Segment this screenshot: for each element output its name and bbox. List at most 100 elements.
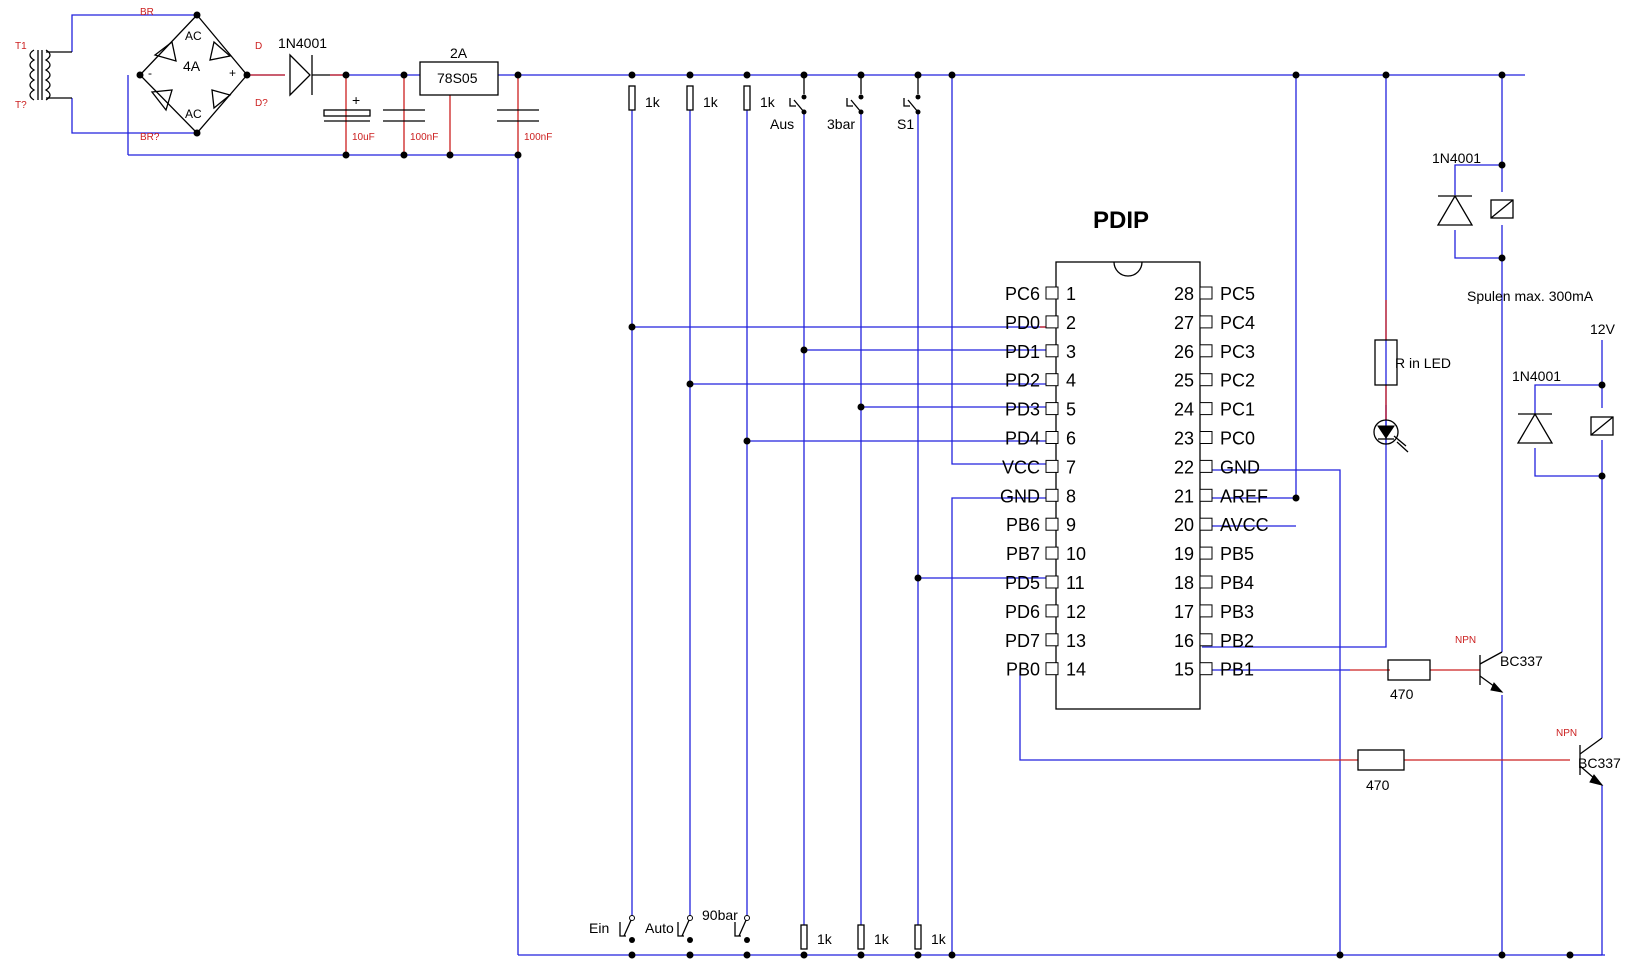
chip-pin-name: PB3: [1220, 602, 1254, 622]
resistor-470-label: 470: [1366, 777, 1390, 793]
resistor-1k-label: 1k: [931, 931, 947, 947]
transistor-2-type: NPN: [1556, 728, 1577, 739]
transistor-2: 470 NPN BC337: [1357, 728, 1621, 793]
chip-pin-number: 28: [1174, 284, 1194, 304]
switch-s1: S1: [897, 75, 921, 132]
chip-pin-name: PD5: [1005, 573, 1040, 593]
resistor-470-label: 470: [1390, 686, 1414, 702]
chip-pin-number: 26: [1174, 342, 1194, 362]
chip-pin-name: PD7: [1005, 631, 1040, 651]
bridge-ac-top: AC: [185, 29, 202, 43]
bridge-plus: +: [229, 66, 236, 80]
chip-pin-name: PC0: [1220, 429, 1255, 449]
chip-pin-name: PB6: [1006, 515, 1040, 535]
transformer-label-top: T1: [15, 41, 27, 52]
coil-note: Spulen max. 300mA: [1467, 288, 1594, 304]
chip-pin-3: PD1 3: [1005, 342, 1076, 362]
resistor-1k-label: 1k: [703, 94, 719, 110]
chip-pin-name: PD2: [1005, 371, 1040, 391]
chip-pin-number: 1: [1066, 284, 1076, 304]
chip-pin-name: PD1: [1005, 342, 1040, 362]
chip-pin-name: PD3: [1005, 400, 1040, 420]
chip-pin-name: PB5: [1220, 544, 1254, 564]
led-circuit: R in LED: [1373, 339, 1451, 453]
pullup-resistors-top: 1k 1k 1k: [628, 85, 776, 111]
transformer: T1 T?: [15, 41, 72, 111]
diode-label-d2: D?: [255, 98, 268, 109]
transistor-2-label: BC337: [1578, 755, 1621, 771]
chip-pin-name: PC1: [1220, 400, 1255, 420]
capacitor-100nf-1: 100nF: [383, 109, 438, 143]
chip-pin-number: 27: [1174, 313, 1194, 333]
input-diode: 1N4001: [278, 35, 330, 97]
switch-ein-label: Ein: [589, 920, 609, 936]
chip-pin-22: 22 GND: [1174, 457, 1260, 477]
chip-pin-name: PD0: [1005, 313, 1040, 333]
switch-90bar-label: 90bar: [702, 907, 738, 923]
chip-pin-number: 23: [1174, 429, 1194, 449]
chip-pin-number: 4: [1066, 371, 1076, 391]
chip-pin-name: AVCC: [1220, 515, 1269, 535]
chip-pin-name: VCC: [1002, 457, 1040, 477]
chip-pin-name: PB7: [1006, 544, 1040, 564]
chip-pin-number: 15: [1174, 660, 1194, 680]
chip-pin-number: 21: [1174, 486, 1194, 506]
chip-pin-number: 14: [1066, 660, 1086, 680]
chip-pin-27: 27 PC4: [1174, 313, 1255, 333]
chip-pin-name: PB0: [1006, 660, 1040, 680]
chip-pin-23: 23 PC0: [1174, 429, 1255, 449]
chip-pin-number: 12: [1066, 602, 1086, 622]
chip-pin-number: 25: [1174, 371, 1194, 391]
resistor-1k-label: 1k: [760, 94, 776, 110]
switch-3bar: 3bar: [827, 75, 864, 132]
chip-pin-name: PC4: [1220, 313, 1255, 333]
switch-aus-label: Aus: [770, 116, 794, 132]
chip-pin-26: 26 PC3: [1174, 342, 1255, 362]
chip-pin-number: 20: [1174, 515, 1194, 535]
chip-pin-name: GND: [1000, 486, 1040, 506]
chip-pin-name: PB4: [1220, 573, 1254, 593]
resistor-1k-label: 1k: [874, 931, 890, 947]
supply-12v-label: 12V: [1590, 321, 1616, 337]
cap-10uf-label: 10uF: [352, 132, 375, 143]
cap-100nf-2-label: 100nF: [524, 132, 552, 143]
chip-pin-name: PB1: [1220, 660, 1254, 680]
switch-auto-label: Auto: [645, 920, 674, 936]
chip-pin-number: 22: [1174, 457, 1194, 477]
chip-pin-24: 24 PC1: [1174, 400, 1255, 420]
bridge-rating: 4A: [183, 58, 201, 74]
chip-pin-name: PC6: [1005, 284, 1040, 304]
chip-pin-number: 3: [1066, 342, 1076, 362]
switch-3bar-label: 3bar: [827, 116, 855, 132]
chip-pin-name: AREF: [1220, 486, 1268, 506]
resistor-1k-label: 1k: [645, 94, 661, 110]
chip-pin-name: PD4: [1005, 429, 1040, 449]
chip-pin-number: 17: [1174, 602, 1194, 622]
chip-pin-name: GND: [1220, 457, 1260, 477]
cap-100nf-1-label: 100nF: [410, 132, 438, 143]
relay-1: 1N4001 Spulen max. 300mA: [1432, 150, 1594, 304]
resistor-1k-label: 1k: [817, 931, 833, 947]
wires: [71, 14, 1605, 956]
pulldown-resistors-bottom: 1k 1k 1k: [800, 924, 947, 950]
chip-pin-name: PC5: [1220, 284, 1255, 304]
chip-pin-number: 24: [1174, 400, 1194, 420]
chip-pin-15: 15 PB1: [1174, 660, 1254, 680]
chip-pin-number: 13: [1066, 631, 1086, 651]
chip-pin-name: PC3: [1220, 342, 1255, 362]
